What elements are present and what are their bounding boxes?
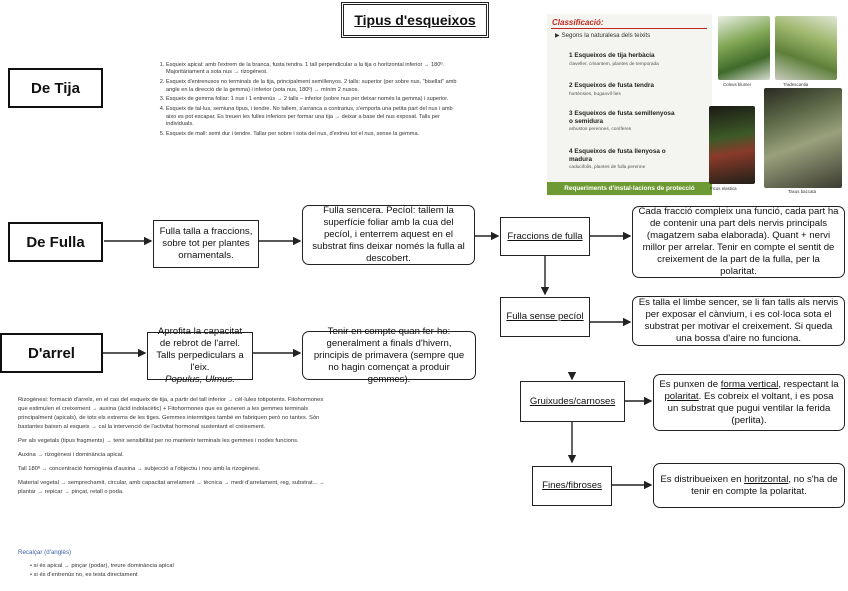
tija-note: Esqueix de tal·lus, semiuna tipus, i ten… <box>166 106 462 128</box>
tija-note: Esqueix d'entrenusos no terminals de la … <box>166 79 462 94</box>
classification-subtitle-text: Segons la naturalesa dels teixits <box>561 32 651 39</box>
category-d-arrel: D'arrel <box>0 333 103 373</box>
tija-notes: Esqueix apical: amb l'extrem de la branc… <box>150 62 462 141</box>
classification-item-num: 1 <box>569 52 573 59</box>
classification-item-detail: arbustos perennes, coníferes <box>569 127 632 133</box>
gruixudes-detail-underline: forma vertical <box>720 378 779 390</box>
fulla-sense-peciol-label: Fulla sense pecíol <box>506 311 584 322</box>
fines-box: Fines/fibroses <box>532 466 612 506</box>
arrel-quan-text: Tenir en compte quan fer-ho: generalment… <box>313 325 465 385</box>
fulla-sencera-box: Fulla sencera. Pecíol: tallem la superfí… <box>302 205 475 265</box>
arrel-capacitat-box: Aprofita la capacitat de rebrot de l'arr… <box>147 326 253 385</box>
classification-item-name: Esqueixos de tija herbàcia <box>574 52 655 59</box>
fulla-sense-peciol-box: Fulla sense pecíol <box>500 297 590 337</box>
tija-note: Esqueix de mall: semi dur i tendre. Tall… <box>166 131 462 138</box>
classification-item-name: Esqueixos de fusta semillenyosa o semidu… <box>569 110 675 125</box>
classification-item: 4 Esqueixos de fusta llenyosa o madura c… <box>569 148 679 172</box>
fulla-sencera-text: Fulla sencera. Pecíol: tallem la superfí… <box>312 205 465 264</box>
gruixudes-detail-part: . Es cobreix el voltant, i es posa un su… <box>667 390 834 426</box>
photo-caption: Taxus baccata <box>788 189 817 194</box>
classification-item-detail: hortènsies, buganvíl·lies <box>569 91 621 97</box>
note-paragraph: Rizogènesi: formació d'arrels, en el cas… <box>18 397 324 430</box>
gruixudes-detail-part: Es punxen de <box>659 378 721 390</box>
classification-title: Classificació: <box>552 18 604 27</box>
classification-item-detail: claveller, crisantem, plantes de tempora… <box>569 61 659 67</box>
pinch-item-text: si és d'entrenús no, es testa directamen… <box>33 571 138 578</box>
pinch-item: • si és d'entrenús no, es testa directam… <box>30 571 138 578</box>
classification-item-num: 2 <box>569 82 573 89</box>
pinch-list: • si és apical → pinçar (podar), treure … <box>30 562 330 579</box>
note-paragraph: Per als vegetals (tipus fragments) → ten… <box>18 438 299 444</box>
fines-label: Fines/fibroses <box>542 480 602 491</box>
classification-item: 1 Esqueixos de tija herbàcia claveller, … <box>569 52 709 68</box>
note-paragraph: Auxina → rizogènesi i dominància apical. <box>18 452 124 458</box>
gruixudes-box: Gruixudes/carnoses <box>520 381 625 422</box>
plant-photo <box>764 88 842 188</box>
tija-note: Esqueix de gemma foliar: 1 nus i 1 entre… <box>166 96 462 103</box>
pinch-item: • si és apical → pinçar (podar), treure … <box>30 563 174 569</box>
classification-item: 2 Esqueixos de fusta tendra hortènsies, … <box>569 82 709 98</box>
page-title-text: Tipus d'esqueixos <box>354 12 476 28</box>
fulla-fraccions-intro: Fulla talla a fraccions, sobre tot per p… <box>153 220 259 268</box>
classification-slide <box>547 14 712 196</box>
category-de-tija: De Tija <box>8 68 103 108</box>
classification-item: 3 Esqueixos de fusta semillenyosa o semi… <box>569 110 679 134</box>
plant-photo <box>775 16 837 80</box>
pinch-item-text: si és apical → pinçar (podar), treure do… <box>33 563 174 569</box>
fraccions-fulla-detail: Cada fracció compleix una funció, cada p… <box>632 206 845 278</box>
fines-detail-underline: horitzontal <box>744 473 789 485</box>
plant-photo <box>709 106 755 184</box>
classification-item-num: 3 <box>569 110 573 117</box>
note-paragraph: Tall 180º → concentració homogènia d'aux… <box>18 466 261 472</box>
fulla-fraccions-intro-text: Fulla talla a fraccions, sobre tot per p… <box>159 226 253 261</box>
arrel-capacitat-text: Aprofita la capacitat de rebrot de l'arr… <box>156 326 244 373</box>
fines-detail-part: , no s'ha de tenir en compte la polarita… <box>691 473 838 497</box>
plant-photo <box>718 16 770 80</box>
classification-item-name: Esqueixos de fusta tendra <box>574 82 654 89</box>
photo-caption: Tradescantia <box>783 82 809 87</box>
gruixudes-detail-part: , respectant la <box>778 378 839 390</box>
arrel-quan-box: Tenir en compte quan fer-ho: generalment… <box>302 326 476 385</box>
fraccions-fulla-label: Fraccions de fulla <box>507 230 583 242</box>
classification-item-num: 4 <box>569 148 573 155</box>
photo-caption: Ficus elastica <box>710 186 737 191</box>
note-paragraph: Material vegetal → semprechamit, circula… <box>18 480 325 495</box>
classification-footer: Requeriments d'instal·lacions de protecc… <box>547 182 712 195</box>
classification-subtitle: ▶ Segons la naturalesa dels teixits <box>555 32 651 39</box>
fines-detail-text: Es distribueixen en horitzontal, no s'ha… <box>659 474 839 498</box>
page-title: Tipus d'esqueixos <box>341 2 489 38</box>
category-d-arrel-label: D'arrel <box>28 344 75 362</box>
bottom-notes: Rizogènesi: formació d'arrels, en el cas… <box>18 396 333 502</box>
gruixudes-detail-text: Es punxen de forma vertical, respectant … <box>659 379 839 427</box>
arrel-species-text: Populus, Ulmus. <box>165 374 235 385</box>
fraccions-fulla-detail-text: Cada fracció compleix una funció, cada p… <box>638 206 839 277</box>
fines-detail-part: Es distribueixen en <box>660 473 745 485</box>
category-de-tija-label: De Tija <box>31 79 80 97</box>
category-de-fulla: De Fulla <box>8 222 103 262</box>
fraccions-fulla-box: Fraccions de fulla <box>500 217 590 256</box>
classification-divider <box>551 28 707 29</box>
fines-detail: Es distribueixen en horitzontal, no s'ha… <box>653 463 845 508</box>
gruixudes-detail: Es punxen de forma vertical, respectant … <box>653 374 845 431</box>
tija-note: Esqueix apical: amb l'extrem de la branc… <box>166 62 462 77</box>
category-de-fulla-label: De Fulla <box>26 233 85 251</box>
classification-item-name: Esqueixos de fusta llenyosa o madura <box>569 148 666 163</box>
pinch-title: Recalçar (d'anglès) <box>18 549 72 556</box>
gruixudes-label: Gruixudes/carnoses <box>529 395 616 407</box>
gruixudes-detail-underline: polaritat <box>664 390 699 402</box>
fulla-sense-peciol-detail: Es talla el limbe sencer, se li fan tall… <box>632 296 845 346</box>
classification-item-detail: caducifolis, plantes de fulla perenne <box>569 165 646 171</box>
classification-panel: Classificació: ▶ Segons la naturalesa de… <box>547 14 844 196</box>
photo-caption: Coleus blumei <box>723 82 751 87</box>
fulla-sense-peciol-detail-text: Es talla el limbe sencer, se li fan tall… <box>638 297 839 344</box>
